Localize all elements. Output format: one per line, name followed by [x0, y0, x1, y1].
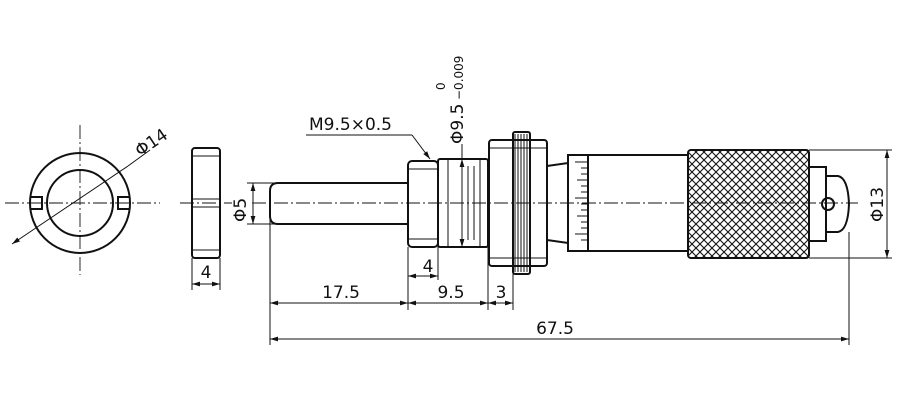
lock-ring-side-view: 4: [180, 147, 232, 290]
thimble-diameter-label: Φ13: [868, 187, 888, 222]
collar-length-label: 3: [496, 283, 507, 303]
thimble: [687, 149, 810, 259]
spindle-length-label: 17.5: [322, 283, 360, 303]
stem-diameter-label: Φ9.5: [448, 104, 468, 144]
thread-length-label: 4: [423, 257, 434, 277]
stem-tolerance-upper: 0: [434, 82, 448, 90]
spindle: [269, 182, 409, 225]
stem-tolerance-lower: −0.009: [452, 56, 466, 100]
overall-length-label: 67.5: [536, 319, 574, 339]
spindle-diameter-label: Φ5: [231, 198, 251, 222]
ring-diameter-label: Φ14: [132, 125, 172, 161]
lock-ring-front-view: Φ14: [5, 125, 172, 275]
ring-width-label: 4: [201, 263, 212, 283]
stem-diameter-annotation: Φ9.5 0 −0.009: [434, 56, 468, 144]
thread-section: [407, 160, 439, 248]
end-cap: [809, 166, 827, 242]
micrometer-head: [252, 131, 858, 275]
sleeve-scale: [575, 161, 588, 241]
stem-length-label: 9.5: [437, 283, 464, 303]
ratchet: [826, 175, 851, 233]
thimble-knurl: [688, 150, 809, 258]
thread-spec-label: M9.5×0.5: [309, 115, 392, 135]
